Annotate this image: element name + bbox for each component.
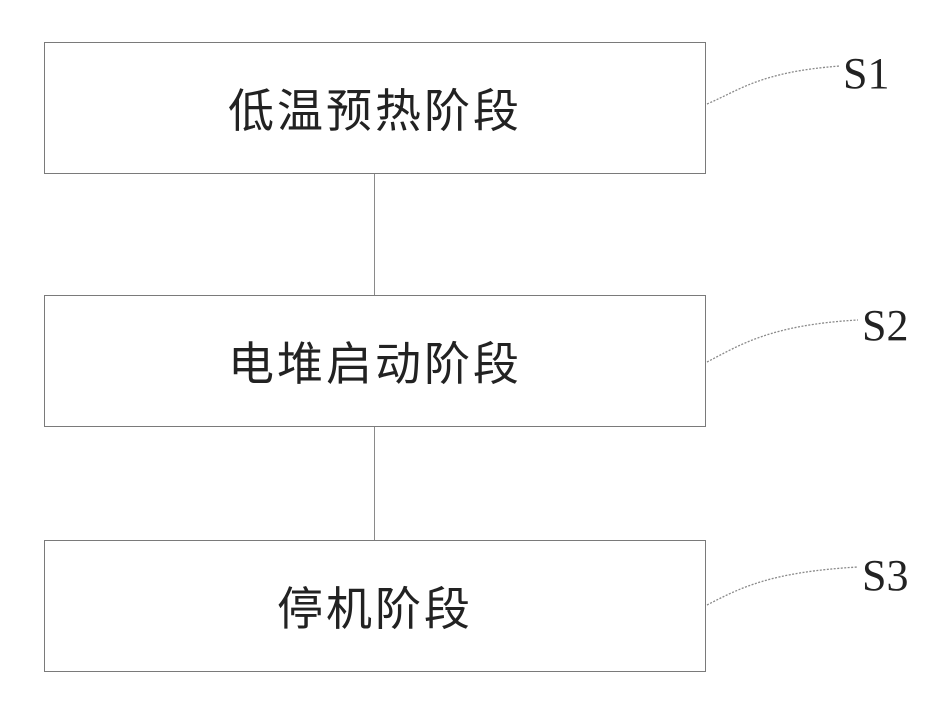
step-box-s1: 低温预热阶段	[44, 42, 706, 174]
step-text-s3: 停机阶段	[277, 573, 473, 639]
step-label-s2: S2	[862, 300, 908, 351]
step-label-s3: S3	[862, 550, 908, 601]
step-label-s1: S1	[843, 48, 889, 99]
step-text-s2: 电堆启动阶段	[228, 328, 522, 394]
leader-line-s1	[707, 66, 840, 104]
connector-s1-s2	[374, 174, 375, 295]
step-box-s3: 停机阶段	[44, 540, 706, 672]
connector-s2-s3	[374, 427, 375, 540]
step-text-s1: 低温预热阶段	[228, 75, 522, 141]
leader-line-s2	[707, 320, 858, 362]
step-box-s2: 电堆启动阶段	[44, 295, 706, 427]
leader-line-s3	[707, 567, 858, 605]
